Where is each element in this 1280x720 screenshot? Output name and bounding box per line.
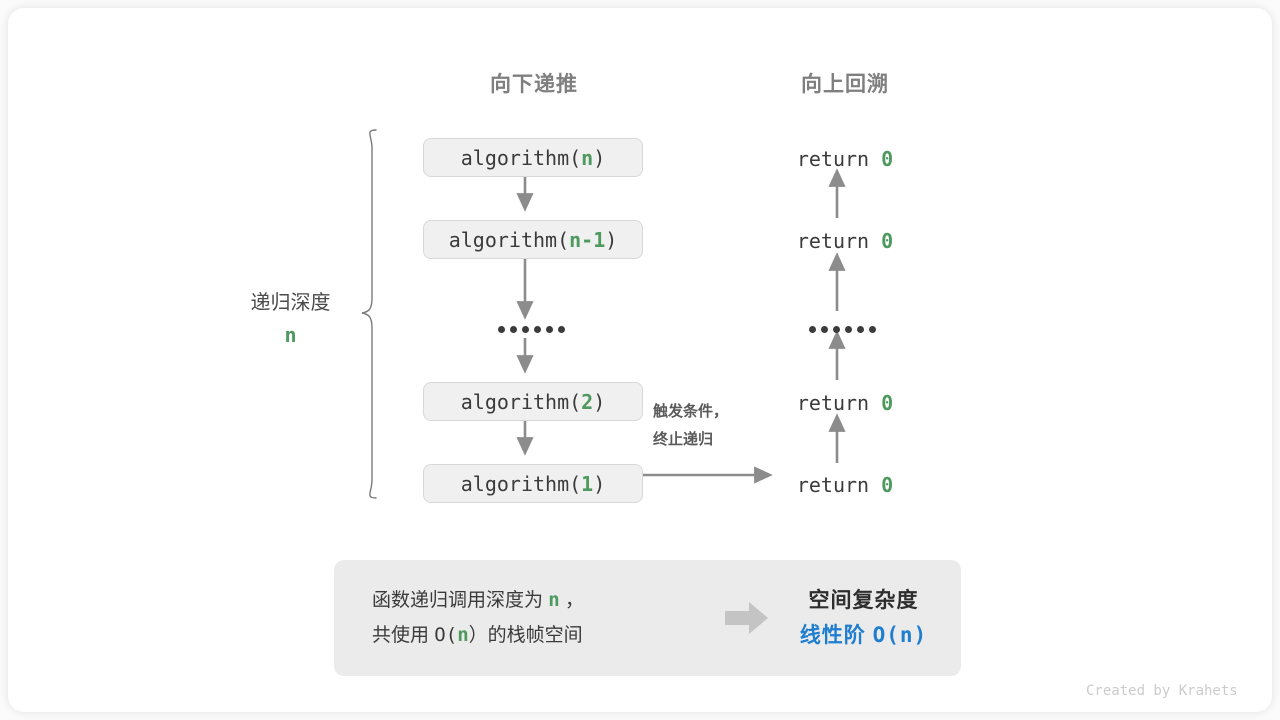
heading-backtrack-up: 向上回溯	[801, 73, 889, 96]
ellipsis-dots-up	[809, 326, 876, 333]
diagram-card: 向下递推 向上回溯 algorithm(n) algorithm(n-1) al…	[8, 8, 1272, 712]
dot	[498, 326, 505, 333]
return-label-3: return 0	[734, 391, 956, 415]
call-suffix: )	[593, 389, 606, 414]
return-keyword: return	[796, 229, 870, 253]
summary-line2-text-b: 的栈帧空间	[487, 625, 583, 646]
summary-line2-n: n	[457, 624, 469, 646]
call-prefix: algorithm(	[460, 471, 582, 496]
return-value: 0	[881, 147, 894, 171]
dot	[845, 326, 852, 333]
summary-line-2: 共使用 O(n）的栈帧空间	[372, 618, 712, 653]
return-value: 0	[881, 229, 894, 253]
call-suffix: )	[593, 471, 606, 496]
termination-note-line1: 触发条件，	[653, 403, 729, 420]
call-arg: n-1	[569, 227, 606, 252]
summary-panel: 函数递归调用深度为 n ， 共使用 O(n）的栈帧空间 空间复杂度 线性阶 O(…	[334, 560, 961, 676]
ellipsis-dots-down	[498, 326, 565, 333]
termination-note-line2: 终止递归	[653, 431, 714, 448]
summary-line1-n: n	[548, 589, 560, 611]
return-label-1: return 0	[734, 147, 956, 171]
heading-recurse-down: 向下递推	[490, 73, 578, 96]
dot	[546, 326, 553, 333]
summary-description: 函数递归调用深度为 n ， 共使用 O(n）的栈帧空间	[334, 583, 712, 653]
return-keyword: return	[796, 473, 870, 497]
dot	[833, 326, 840, 333]
call-suffix: )	[593, 145, 606, 170]
recursion-depth-value: n	[284, 323, 297, 347]
summary-line1-text-a: 函数递归调用深度为	[372, 590, 544, 611]
summary-line2-text-a: 共使用	[372, 625, 430, 646]
summary-result-value: 线性阶 O(n)	[782, 618, 945, 653]
dot	[857, 326, 864, 333]
summary-result: 空间复杂度 线性阶 O(n)	[782, 584, 961, 653]
dot	[534, 326, 541, 333]
summary-line-1: 函数递归调用深度为 n ，	[372, 583, 712, 618]
return-value: 0	[881, 473, 894, 497]
call-arg: n	[581, 145, 594, 170]
return-value: 0	[881, 391, 894, 415]
call-arg: 1	[581, 471, 594, 496]
call-box-2[interactable]: algorithm(2)	[423, 382, 643, 421]
call-box-n[interactable]: algorithm(n)	[423, 138, 643, 177]
call-prefix: algorithm(	[460, 145, 582, 170]
call-suffix: )	[605, 227, 618, 252]
return-label-2: return 0	[734, 229, 956, 253]
recursion-depth-label: 递归深度 n	[213, 288, 368, 352]
dot	[558, 326, 565, 333]
call-box-n-minus-1[interactable]: algorithm(n-1)	[423, 220, 643, 259]
call-prefix: algorithm(	[448, 227, 570, 252]
summary-line2-close: ）	[468, 625, 488, 646]
dot	[809, 326, 816, 333]
return-label-4: return 0	[734, 473, 956, 497]
summary-line1-text-b: ，	[565, 590, 585, 611]
recursion-depth-title: 递归深度	[250, 292, 331, 314]
return-keyword: return	[796, 147, 870, 171]
credit-text: Created by Krahets	[1086, 683, 1238, 699]
dot	[821, 326, 828, 333]
call-prefix: algorithm(	[460, 389, 582, 414]
return-keyword: return	[796, 391, 870, 415]
summary-result-title: 空间复杂度	[808, 588, 919, 612]
complexity-order-label: 线性阶	[799, 623, 866, 647]
summary-line2-o: O(	[434, 624, 458, 646]
dot	[522, 326, 529, 333]
complexity-notation: O(n)	[872, 622, 928, 647]
call-arg: 2	[581, 389, 594, 414]
arrow-right-icon	[712, 601, 782, 635]
dot	[510, 326, 517, 333]
call-box-1[interactable]: algorithm(1)	[423, 464, 643, 503]
dot	[869, 326, 876, 333]
termination-note: 触发条件， 终止递归	[653, 398, 763, 454]
